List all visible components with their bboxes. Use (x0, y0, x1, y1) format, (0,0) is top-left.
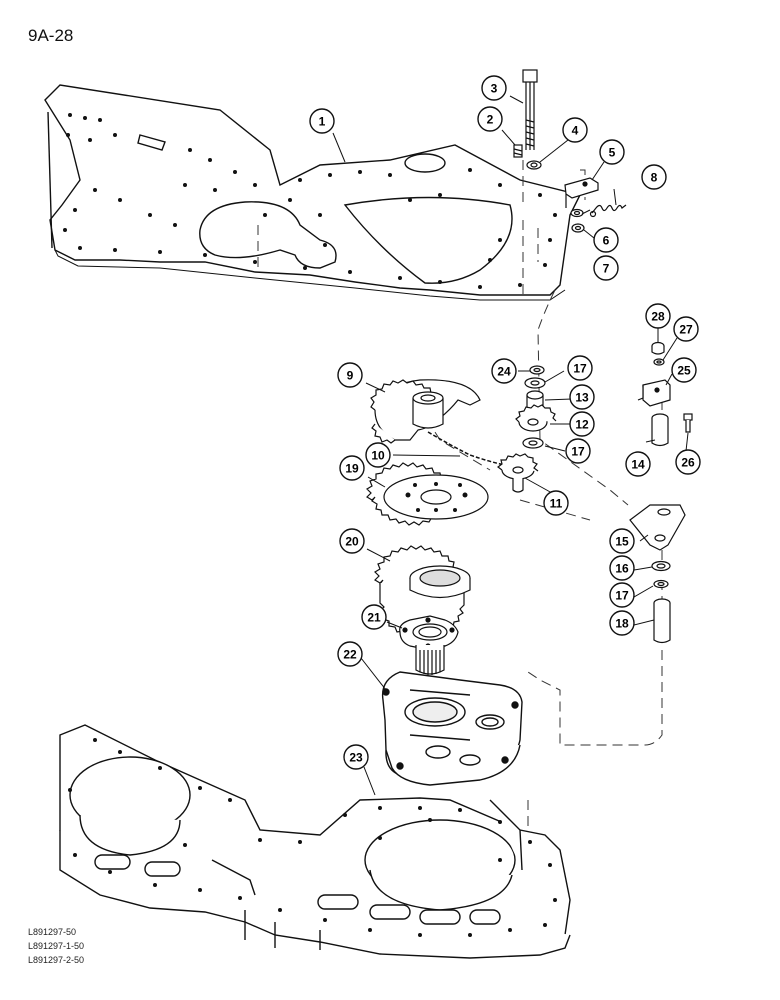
bracket-part-25 (637, 379, 671, 407)
callout-number: 25 (677, 364, 691, 378)
assembly-centerlines (257, 160, 663, 850)
callout-1: 1 (309, 108, 335, 134)
callout-17-top: 17 (567, 355, 593, 381)
callout-number: 20 (345, 535, 359, 549)
callout-number: 6 (603, 234, 610, 248)
callout-number: 18 (615, 617, 629, 631)
callout-5: 5 (599, 139, 625, 165)
reference-code: L891297-1-50 (28, 941, 85, 951)
callout-number: 17 (615, 589, 629, 603)
callout-15: 15 (609, 528, 635, 554)
lower-frame-part-23 (59, 724, 571, 959)
callout-number: 22 (343, 648, 357, 662)
callout-number: 27 (679, 323, 693, 337)
callout-number: 21 (367, 611, 381, 625)
callout-number: 15 (615, 535, 629, 549)
washer-part-17-top (524, 377, 546, 389)
page-code: 9A-28 (28, 26, 74, 45)
callout-number: 24 (497, 365, 511, 379)
callout-19: 19 (339, 455, 365, 481)
spacer-part-18 (653, 598, 671, 644)
callout-20: 20 (339, 528, 365, 554)
bolt-part-26 (683, 413, 693, 433)
callout-number: 28 (651, 310, 665, 324)
callout-leaders (332, 95, 689, 796)
washer-part-16 (651, 560, 671, 572)
callout-13: 13 (569, 384, 595, 410)
callout-number: 5 (609, 146, 616, 160)
sprocket-part-19 (366, 462, 489, 526)
chain-part-10 (427, 431, 506, 466)
callout-26: 26 (675, 449, 701, 475)
callout-number: 7 (603, 262, 610, 276)
gear-housing-part-22 (381, 671, 523, 786)
washer-part-6 (570, 208, 584, 218)
callout-number: 12 (575, 418, 589, 432)
washer-part-24 (529, 365, 545, 375)
callout-17-right: 17 (609, 582, 635, 608)
callout-9: 9 (337, 362, 363, 388)
nut-part-4 (526, 160, 542, 170)
callout-number: 17 (571, 445, 585, 459)
callout-6: 6 (593, 227, 619, 253)
callout-number: 8 (651, 171, 658, 185)
callout-number: 11 (550, 497, 563, 511)
callout-number: 9 (347, 369, 354, 383)
callout-11: 11 (543, 490, 569, 516)
callout-25: 25 (671, 357, 697, 383)
callout-16: 16 (609, 555, 635, 581)
reference-code: L891297-2-50 (28, 955, 85, 965)
nut-part-7 (571, 223, 585, 233)
screw-part-2 (513, 144, 523, 158)
callout-3: 3 (481, 75, 507, 101)
upper-frame-plate (44, 84, 582, 301)
callout-number: 19 (345, 462, 359, 476)
washer-part-17-right (653, 579, 669, 589)
sprocket-part-12 (515, 404, 557, 432)
callout-number: 16 (615, 562, 629, 576)
spacer-part-14 (651, 413, 669, 447)
callout-14: 14 (625, 451, 651, 477)
hub-sleeve (412, 391, 444, 429)
callout-number: 17 (573, 362, 587, 376)
callout-27: 27 (673, 316, 699, 342)
bearing-flange-part-21 (399, 615, 459, 675)
callout-23: 23 (343, 744, 369, 770)
reference-codes: L891297-50 L891297-1-50 L891297-2-50 (28, 925, 84, 967)
callout-10: 10 (365, 442, 391, 468)
callout-4: 4 (562, 117, 588, 143)
callout-8: 8 (641, 164, 667, 190)
callout-number: 10 (371, 449, 385, 463)
callout-28: 28 (645, 303, 671, 329)
washer-part-17-mid (522, 437, 544, 449)
callout-17-mid: 17 (565, 438, 591, 464)
callout-number: 23 (349, 751, 363, 765)
callout-7: 7 (593, 255, 619, 281)
callout-number: 26 (681, 456, 695, 470)
callout-number: 4 (572, 124, 579, 138)
nut-part-28 (651, 341, 665, 355)
callout-number: 1 (319, 115, 326, 129)
reference-code: L891297-50 (28, 927, 77, 937)
callout-number: 2 (487, 113, 494, 127)
callout-21: 21 (361, 604, 387, 630)
bracket-part-5 (564, 177, 599, 208)
callout-number: 3 (491, 82, 498, 96)
sprocket-part-11 (497, 453, 539, 493)
callout-number: 14 (631, 458, 645, 472)
callout-number: 13 (575, 391, 589, 405)
bolt-part-3 (522, 69, 538, 150)
washer-part-27 (653, 358, 665, 366)
callout-2: 2 (477, 106, 503, 132)
callout-24: 24 (491, 358, 517, 384)
callout-18: 18 (609, 610, 635, 636)
callout-22: 22 (337, 641, 363, 667)
callout-12: 12 (569, 411, 595, 437)
spring-part-8 (589, 204, 627, 218)
tensioner-arm-part-15 (629, 504, 686, 551)
